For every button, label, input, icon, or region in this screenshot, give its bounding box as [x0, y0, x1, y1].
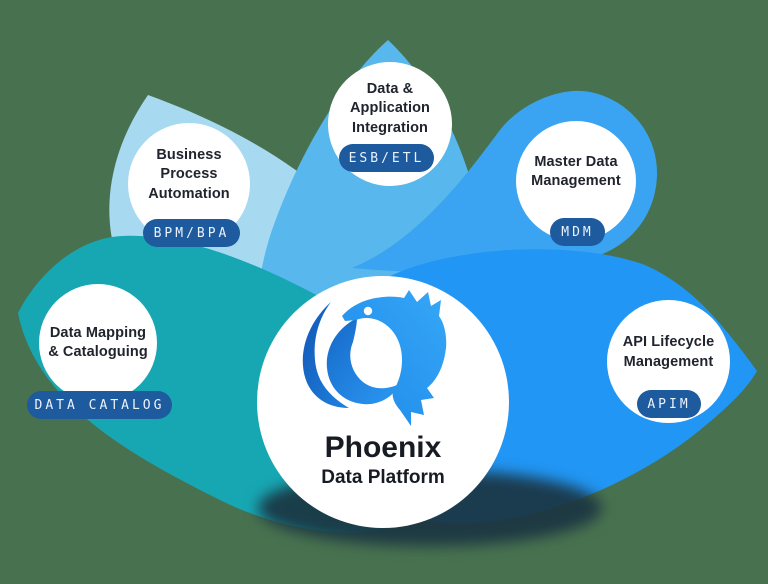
center-subtitle: Data Platform: [321, 466, 445, 488]
center-title: Phoenix: [324, 431, 442, 464]
center-node: Phoenix Data Platform: [257, 276, 509, 528]
node-data-catalog: Data Mapping & Cataloguing: [39, 284, 157, 402]
node-apim-label: API Lifecycle Management: [622, 334, 715, 370]
pill-esb: ESB/ETL: [339, 144, 434, 172]
node-bpm-label: Business Process Automation: [148, 147, 230, 202]
pill-mdm-text: MDM: [561, 224, 594, 240]
pill-bpm: BPM/BPA: [143, 219, 240, 247]
node-mdm-label: Master Data Management: [531, 153, 621, 189]
pill-esb-text: ESB/ETL: [348, 150, 425, 166]
phoenix-eye: [363, 306, 373, 316]
node-data-catalog-label: Data Mapping & Cataloguing: [48, 324, 148, 360]
pill-mdm: MDM: [550, 218, 605, 246]
phoenix-bird-logo-icon: [302, 290, 447, 426]
pill-data-catalog: DATA CATALOG: [27, 391, 172, 419]
pill-bpm-text: BPM/BPA: [153, 225, 230, 241]
pill-data-catalog-text: DATA CATALOG: [34, 397, 165, 413]
node-esb-label: Data & Application Integration: [349, 81, 431, 136]
node-apim: API Lifecycle Management: [607, 300, 730, 423]
pill-apim: APIM: [637, 390, 701, 418]
pill-apim-text: APIM: [647, 396, 691, 412]
